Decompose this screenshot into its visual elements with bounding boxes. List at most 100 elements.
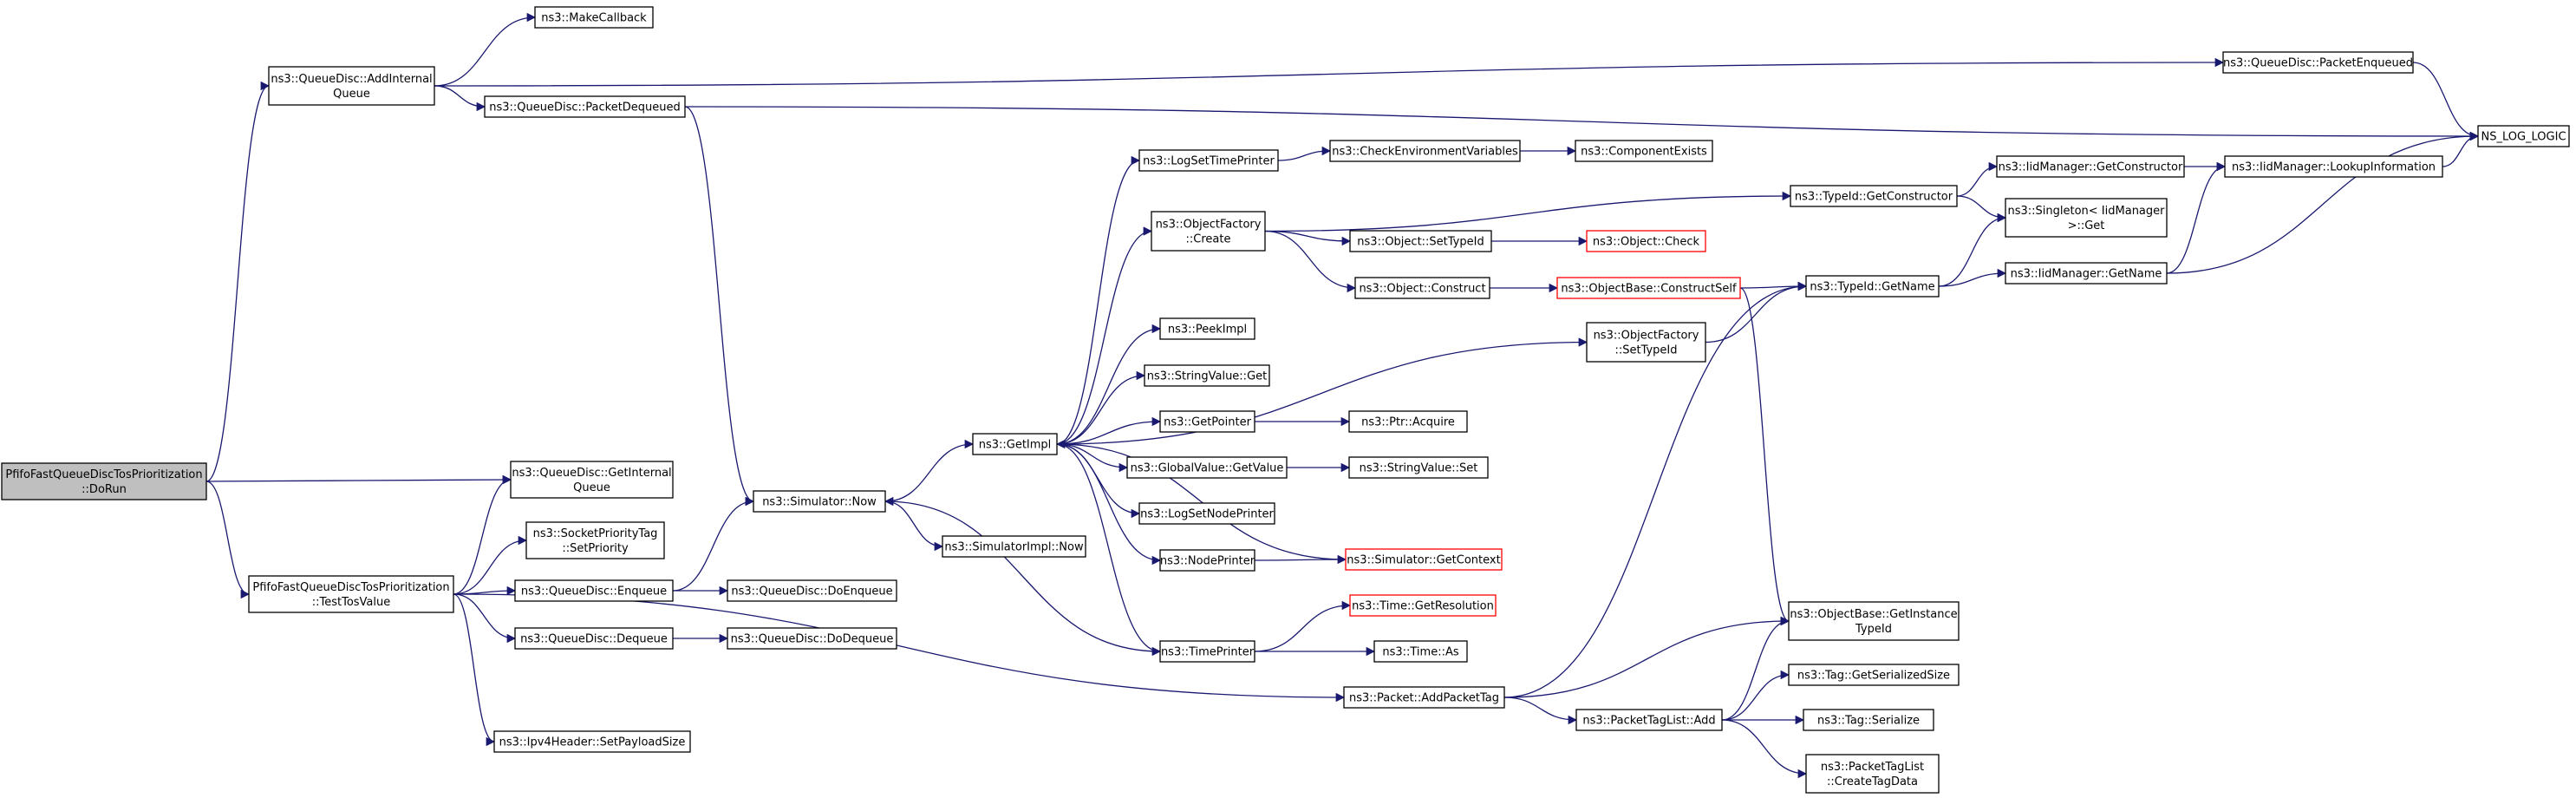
node-getResolution[interactable]: ns3::Time::GetResolution: [1349, 594, 1497, 617]
node-globalValueGet[interactable]: ns3::GlobalValue::GetValue: [1126, 456, 1288, 479]
node-label: ns3::QueueDisc::AddInternal: [271, 73, 432, 86]
node-label: ns3::QueueDisc::PacketEnqueued: [2223, 57, 2413, 70]
node-tagSerialize[interactable]: ns3::Tag::Serialize: [1803, 709, 1934, 731]
node-label: ns3::SimulatorImpl::Now: [944, 541, 1084, 554]
node-simNow[interactable]: ns3::Simulator::Now: [753, 490, 886, 513]
node-doEnqueue[interactable]: ns3::QueueDisc::DoEnqueue: [727, 579, 897, 602]
node-getContext[interactable]: ns3::Simulator::GetContext: [1345, 548, 1503, 571]
node-addPacketTag[interactable]: ns3::Packet::AddPacketTag: [1343, 686, 1505, 709]
node-label: ns3::MakeCallback: [541, 12, 647, 25]
edge-objFactoryCreate-to-objSetTypeId: [1264, 230, 1352, 246]
node-box: [1803, 709, 1934, 731]
node-stringValueGet[interactable]: ns3::StringValue::Get: [1144, 364, 1270, 387]
node-makeCallback[interactable]: ns3::MakeCallback: [534, 6, 654, 29]
node-label: NS_LOG_LOGIC: [2481, 131, 2566, 144]
node-box: [1343, 686, 1505, 709]
node-componentExists[interactable]: ns3::ComponentExists: [1575, 140, 1713, 162]
node-label: ns3::QueueDisc::Enqueue: [521, 585, 667, 598]
edge-getContext-to-getImpl: [1055, 439, 1347, 560]
node-label: ::SetPriority: [562, 542, 629, 555]
node-constructSelf[interactable]: ns3::ObjectBase::ConstructSelf: [1556, 277, 1741, 299]
edge-doRun-to-getInternalQueue: [205, 474, 512, 485]
node-label: ns3::ObjectFactory: [1156, 219, 1262, 232]
node-doRun[interactable]: PfifoFastQueueDiscTosPrioritization::DoR…: [1, 462, 207, 500]
edge-testTosValue-to-dequeue: [453, 593, 517, 644]
node-timePrinter[interactable]: ns3::TimePrinter: [1159, 640, 1255, 663]
node-box: [2222, 51, 2414, 74]
node-tagGetSerSize[interactable]: ns3::Tag::GetSerializedSize: [1788, 664, 1960, 686]
node-createTagData[interactable]: ns3::PacketTagList::CreateTagData: [1805, 754, 1940, 794]
node-doDequeue[interactable]: ns3::QueueDisc::DoDequeue: [727, 627, 897, 650]
node-setPriority[interactable]: ns3::SocketPriorityTag::SetPriority: [525, 521, 665, 559]
node-box: [1159, 549, 1255, 572]
node-iidGetName[interactable]: ns3::IidManager::GetName: [2005, 262, 2168, 285]
node-box: [1805, 275, 1940, 298]
node-getImpl[interactable]: ns3::GetImpl: [972, 433, 1058, 455]
node-box: [525, 521, 665, 559]
node-logSetTimePrinter[interactable]: ns3::LogSetTimePrinter: [1138, 149, 1279, 172]
node-box: [1348, 456, 1489, 479]
node-getPointer[interactable]: ns3::GetPointer: [1159, 410, 1255, 433]
edge-timePrinter-to-getResolution: [1254, 600, 1352, 652]
node-singletonGet[interactable]: ns3::Singleton< IidManager >::Get: [2005, 198, 2168, 238]
node-timeAs[interactable]: ns3::Time::As: [1373, 640, 1468, 663]
node-label: ns3::Singleton< IidManager: [2007, 205, 2165, 218]
edge-doRun-to-testTosValue: [205, 481, 251, 599]
node-label: ns3::SocketPriorityTag: [533, 527, 658, 540]
node-box: [1138, 149, 1279, 172]
node-objFactoryCreate[interactable]: ns3::ObjectFactory::Create: [1151, 211, 1266, 252]
node-dequeue[interactable]: ns3::QueueDisc::Dequeue: [514, 627, 674, 650]
node-box: [1159, 640, 1255, 663]
edge-testTosValue-to-getInternalQueue: [453, 474, 512, 595]
node-packetEnqueued[interactable]: ns3::QueueDisc::PacketEnqueued: [2222, 51, 2414, 74]
node-peekImpl[interactable]: ns3::PeekImpl: [1159, 317, 1255, 340]
node-box: [1354, 277, 1490, 299]
node-nsLogLogic[interactable]: NS_LOG_LOGIC: [2477, 125, 2570, 147]
node-nodePrinter[interactable]: ns3::NodePrinter: [1159, 549, 1255, 572]
node-setPayloadSize[interactable]: ns3::Ipv4Header::SetPayloadSize: [493, 730, 691, 753]
node-label: ns3::Tag::Serialize: [1817, 715, 1920, 728]
edge-getImpl-to-logSetTimePrinter: [1056, 155, 1141, 445]
node-box: [727, 627, 897, 650]
node-box: [1126, 456, 1288, 479]
node-objConstruct[interactable]: ns3::Object::Construct: [1354, 277, 1490, 299]
edge-tagListAdd-to-getInstanceTypeId: [1721, 616, 1790, 721]
node-label: ns3::CheckEnvironmentVariables: [1332, 146, 1518, 159]
node-label: ns3::ObjectBase::GetInstance: [1790, 608, 1957, 621]
node-objCheck[interactable]: ns3::Object::Check: [1586, 230, 1706, 252]
node-box: [484, 95, 686, 118]
node-testTosValue[interactable]: PfifoFastQueueDiscTosPrioritization::Tes…: [248, 575, 454, 613]
node-box: [1805, 754, 1940, 794]
node-simImplNow[interactable]: ns3::SimulatorImpl::Now: [942, 535, 1086, 558]
node-box: [972, 433, 1058, 455]
node-label: ns3::TypeId::GetName: [1810, 281, 1934, 294]
node-objFactorySetTypeId[interactable]: ns3::ObjectFactory::SetTypeId: [1586, 322, 1706, 363]
node-stringValueSet[interactable]: ns3::StringValue::Set: [1348, 456, 1489, 479]
node-enqueue[interactable]: ns3::QueueDisc::Enqueue: [514, 579, 674, 602]
node-packetDequeued[interactable]: ns3::QueueDisc::PacketDequeued: [484, 95, 686, 118]
node-logSetNodePrinter[interactable]: ns3::LogSetNodePrinter: [1138, 502, 1275, 525]
call-edges: [205, 12, 2480, 779]
node-checkEnv[interactable]: ns3::CheckEnvironmentVariables: [1329, 140, 1521, 162]
node-label: ns3::QueueDisc::Dequeue: [520, 633, 668, 646]
node-typeIdGetName[interactable]: ns3::TypeId::GetName: [1805, 275, 1940, 298]
node-box: [2224, 155, 2443, 178]
node-label: ns3::Object::Check: [1593, 236, 1700, 249]
node-lookupInfo[interactable]: ns3::IidManager::LookupInformation: [2224, 155, 2443, 178]
edge-objFactorySetTypeId-to-typeIdGetName: [1705, 281, 1808, 343]
node-box: [1556, 277, 1741, 299]
node-typeIdGetConstructor[interactable]: ns3::TypeId::GetConstructor: [1790, 185, 1958, 207]
node-objSetTypeId[interactable]: ns3::Object::SetTypeId: [1349, 230, 1492, 252]
edge-addPacketTag-to-tagListAdd: [1503, 697, 1578, 725]
edge-iidGetName-to-lookupInfo: [2166, 161, 2227, 274]
node-ptrAcquire[interactable]: ns3::Ptr::Acquire: [1348, 410, 1468, 433]
node-iidGetConstructor[interactable]: ns3::IidManager::GetConstructor: [1996, 155, 2185, 178]
node-tagListAdd[interactable]: ns3::PacketTagList::Add: [1575, 709, 1723, 731]
node-label: ::CreateTagData: [1827, 775, 1918, 788]
node-box: [268, 66, 435, 106]
edge-lookupInfo-to-nsLogLogic: [2442, 131, 2480, 167]
